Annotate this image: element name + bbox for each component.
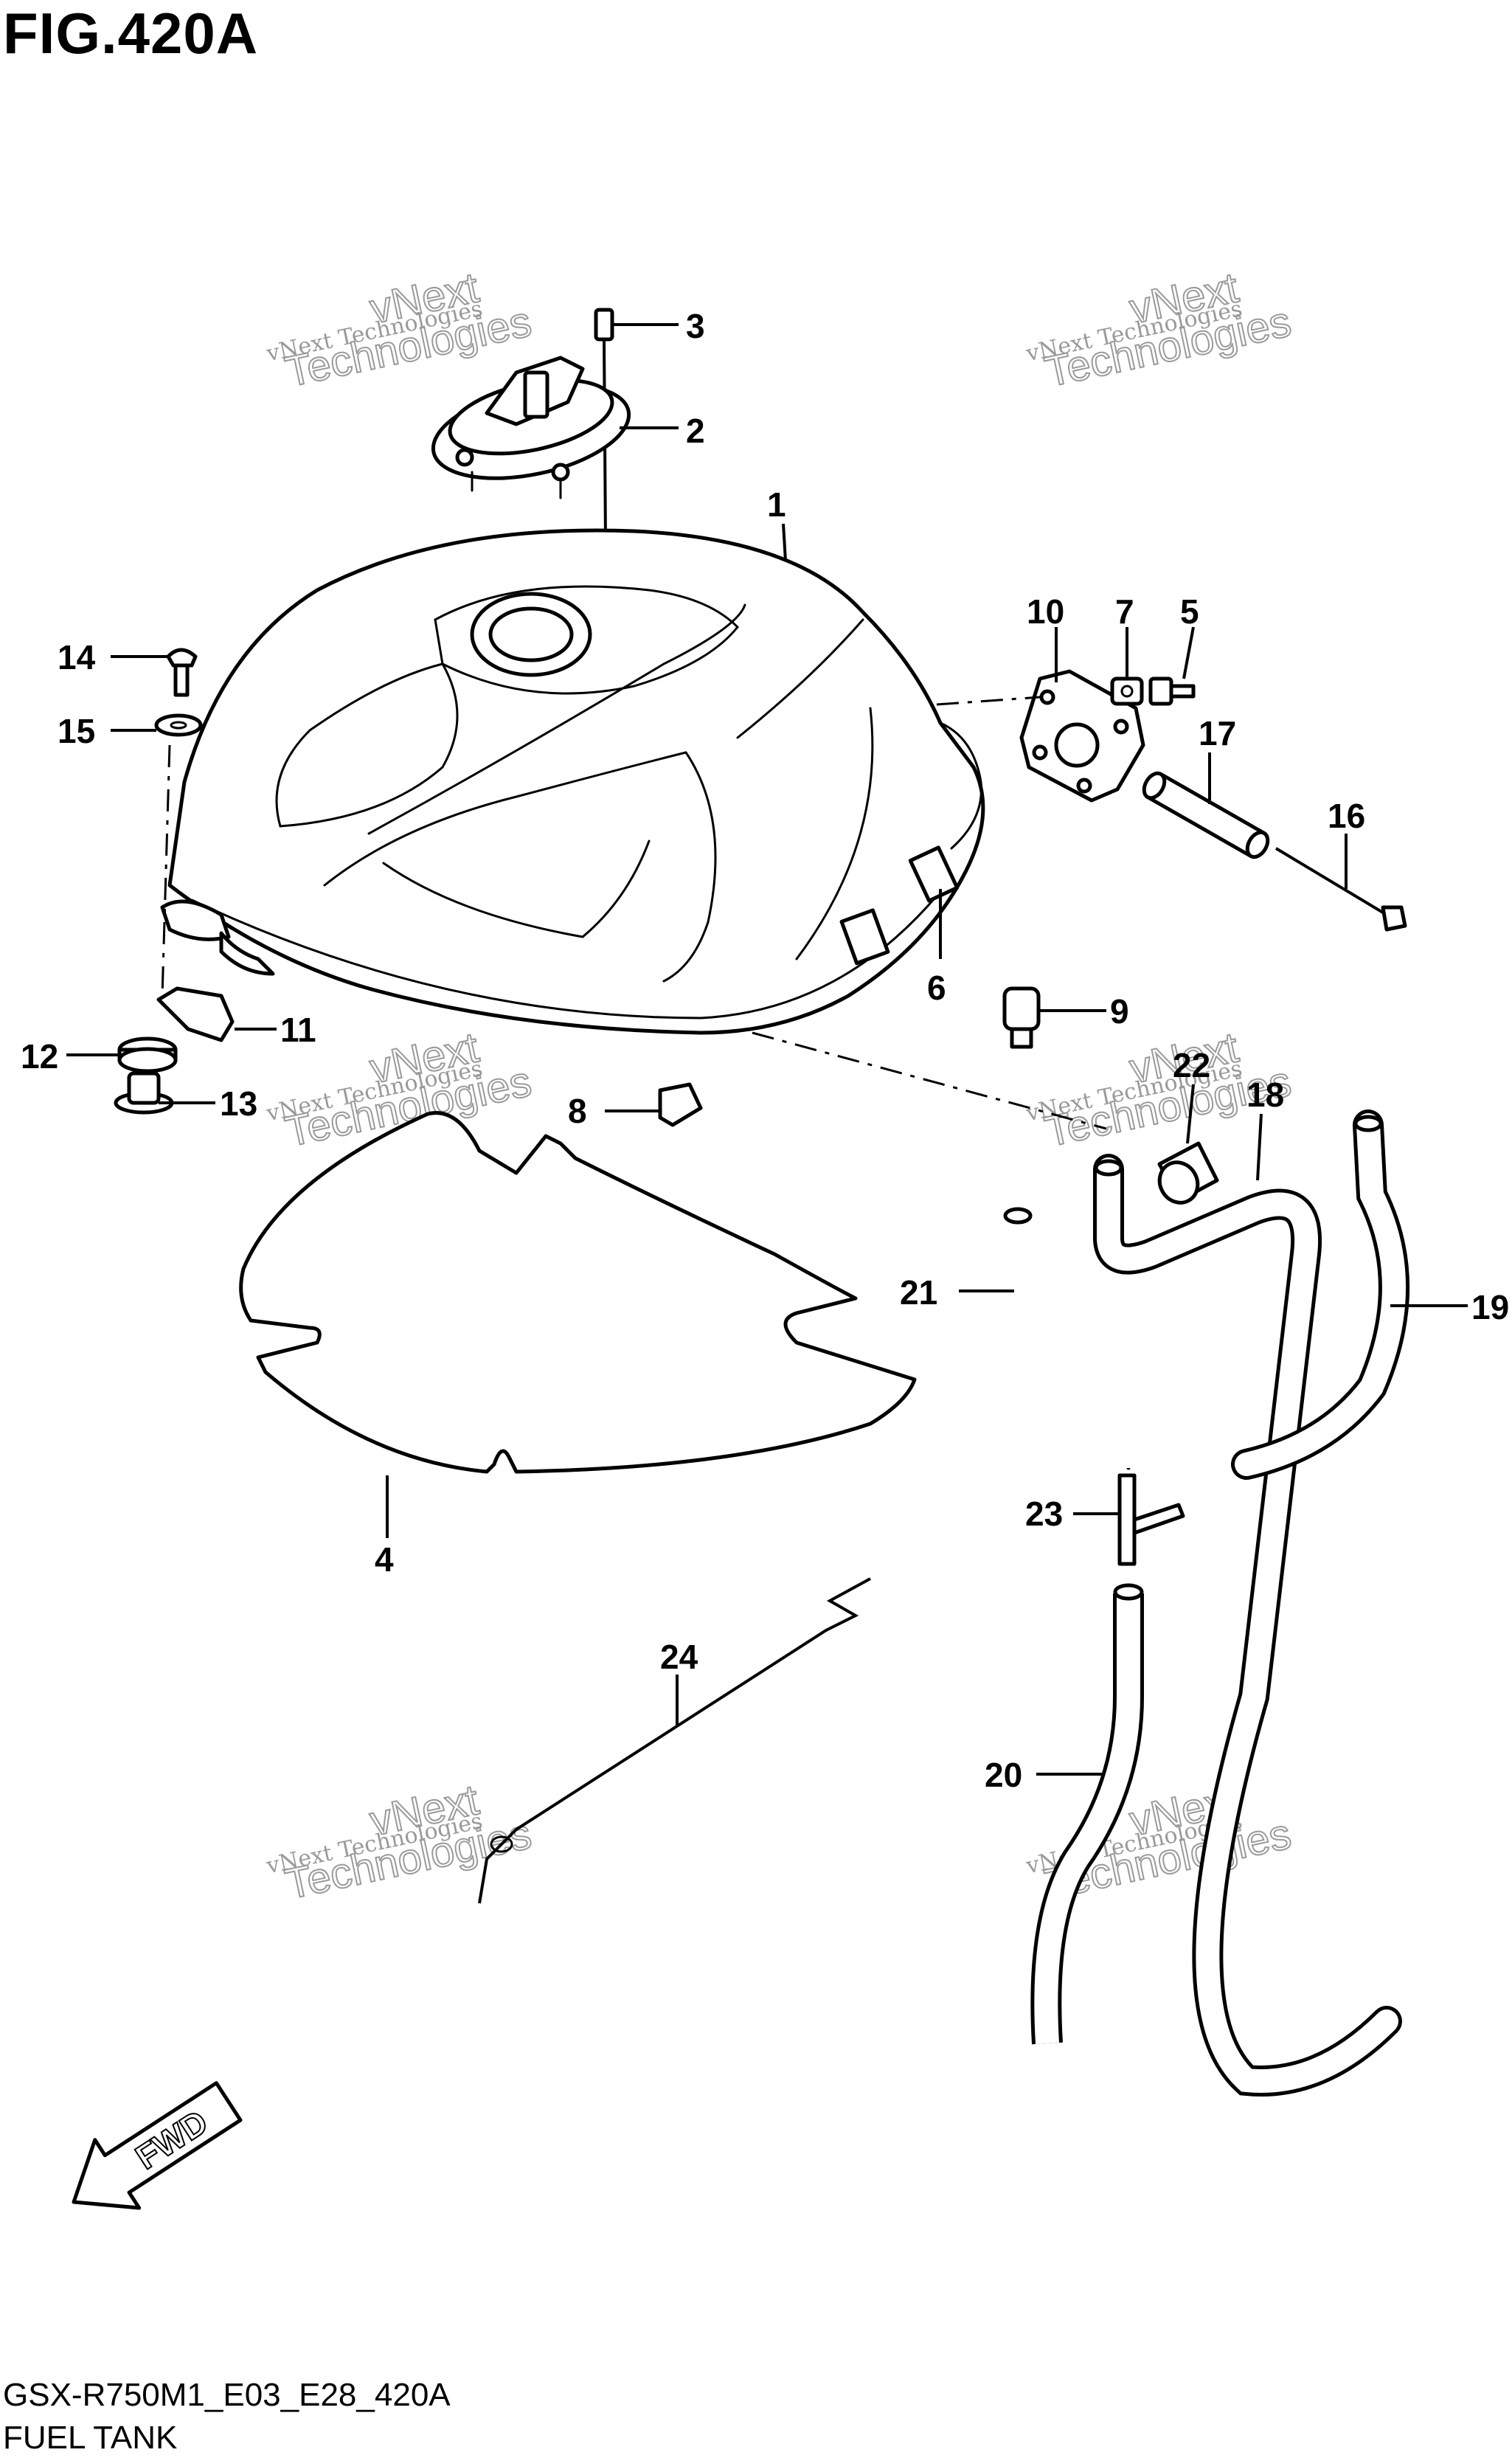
callout-16: 16: [1328, 797, 1365, 835]
part-1-fuel-tank: [160, 528, 985, 1035]
part-12-grommet: [117, 1036, 178, 1073]
part-18-hose: [1093, 1154, 1402, 2097]
callout-14: 14: [58, 638, 96, 676]
watermark: Technologies vNext vNext Technologies: [264, 263, 536, 397]
callout-labels: 1 2 3 4 5 6 7 8 9 10 11 12 13 14 15 16 1…: [21, 307, 1509, 1794]
watermark: Technologies vNext vNext Technologies: [1024, 263, 1296, 397]
part-8-clip: [658, 1082, 703, 1127]
part-9-damper: [1002, 986, 1041, 1049]
part-21-hose: [1003, 1207, 1140, 1470]
callout-7: 7: [1115, 592, 1134, 631]
part-2-fuel-cap: [431, 356, 631, 499]
callout-12: 12: [21, 1037, 58, 1076]
part-14-bolt: [166, 648, 198, 697]
callout-24: 24: [660, 1638, 698, 1676]
callout-17: 17: [1199, 714, 1236, 752]
part-4-cushion: [239, 1111, 917, 1474]
leader-lines: [66, 323, 1468, 1776]
part-22-cap: [1157, 1141, 1219, 1205]
callout-1: 1: [767, 485, 786, 524]
callout-2: 2: [686, 412, 705, 450]
fwd-arrow: FWD: [72, 2081, 243, 2210]
callout-18: 18: [1246, 1076, 1284, 1114]
footer-section-name: FUEL TANK: [3, 2420, 178, 2456]
part-13-collar: [114, 1071, 174, 1115]
callout-10: 10: [1027, 592, 1064, 631]
callout-22: 22: [1173, 1046, 1210, 1084]
callout-4: 4: [375, 1540, 394, 1579]
part-17-spacer: [1142, 771, 1270, 859]
callout-11: 11: [280, 1011, 316, 1049]
part-24-rod: [478, 1577, 871, 1904]
callout-8: 8: [568, 1092, 587, 1130]
part-15-washer: [154, 713, 203, 737]
callout-9: 9: [1110, 992, 1129, 1031]
callout-15: 15: [58, 712, 95, 750]
part-23-joint: [1117, 1473, 1185, 1566]
part-20-hose: [1030, 1583, 1144, 2045]
callout-13: 13: [220, 1084, 257, 1123]
part-7-nut: [1110, 676, 1144, 706]
callout-21: 21: [900, 1273, 937, 1312]
callout-19: 19: [1471, 1288, 1509, 1326]
dash-lines: [161, 696, 1107, 1130]
callout-23: 23: [1025, 1495, 1063, 1533]
part-16-bolt: [1275, 847, 1407, 932]
callout-20: 20: [985, 1756, 1022, 1794]
part-19-hose: [1231, 1109, 1409, 1480]
callout-6: 6: [927, 969, 946, 1007]
footer-diagram-code: GSX-R750M1_E03_E28_420A: [3, 2377, 451, 2413]
figure-title: FIG.420A: [3, 1, 259, 66]
callout-5: 5: [1180, 592, 1199, 631]
part-11-bracket: [156, 986, 235, 1042]
callout-3: 3: [686, 307, 705, 345]
part-5-bolt: [1148, 676, 1196, 706]
